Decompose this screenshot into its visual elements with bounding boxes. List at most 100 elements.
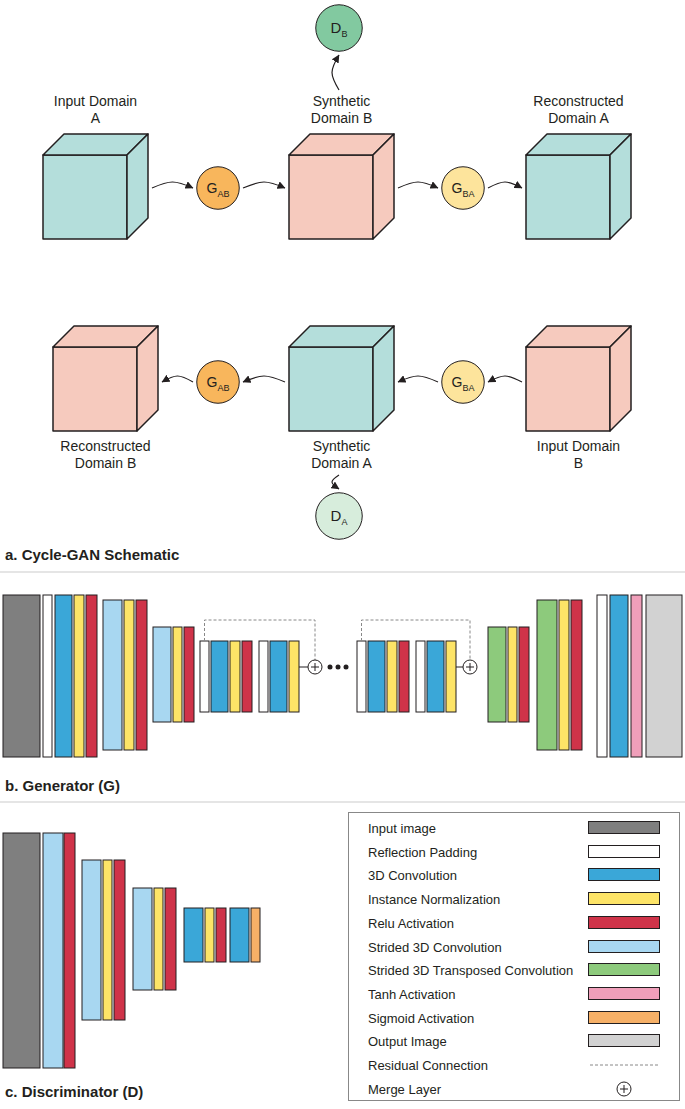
legend-swatch bbox=[588, 845, 660, 858]
residual-line bbox=[205, 620, 316, 660]
conv-block bbox=[610, 595, 628, 757]
cube-face bbox=[43, 155, 127, 239]
domain-label: Reconstructed Domain B bbox=[59, 438, 153, 472]
legend-row: 3D Convolution bbox=[368, 866, 668, 884]
circle-shape bbox=[442, 167, 485, 210]
relu-block bbox=[165, 888, 176, 990]
legend-swatch bbox=[588, 987, 660, 1000]
relu-block bbox=[86, 595, 97, 757]
residual-line bbox=[590, 1065, 660, 1066]
legend-text: Merge Layer bbox=[368, 1082, 441, 1097]
norm-block bbox=[289, 641, 299, 712]
input-block bbox=[3, 595, 40, 757]
legend-swatch bbox=[588, 1011, 660, 1024]
legend-row: Strided 3D Transposed Convolution bbox=[368, 961, 668, 979]
link-line bbox=[456, 667, 463, 668]
circle-outline bbox=[441, 360, 485, 404]
flow-arrow bbox=[152, 182, 193, 188]
network-symbol: G bbox=[207, 180, 218, 196]
cube-face bbox=[53, 347, 137, 431]
circle-shape bbox=[197, 361, 240, 404]
strided-conv-block bbox=[43, 833, 63, 1068]
network-circle: GBA bbox=[441, 166, 485, 210]
cube-face bbox=[137, 326, 158, 431]
ellipsis-dot bbox=[344, 665, 349, 670]
legend-text: Strided 3D Transposed Convolution bbox=[368, 963, 573, 978]
cube-face bbox=[289, 326, 394, 347]
network-symbol: G bbox=[207, 374, 218, 390]
cube-face bbox=[127, 134, 148, 239]
conv-block bbox=[270, 641, 287, 712]
flow-arrow bbox=[243, 376, 285, 382]
cube-drawing bbox=[42, 133, 149, 240]
symbol-group: GAB bbox=[207, 179, 230, 197]
relu-block bbox=[114, 860, 125, 1020]
legend-text: Output Image bbox=[368, 1034, 447, 1049]
section-divider bbox=[0, 801, 685, 803]
merge-plus bbox=[311, 663, 319, 671]
relu-block bbox=[136, 600, 147, 750]
norm-block bbox=[559, 600, 569, 750]
conv-block bbox=[230, 908, 249, 962]
norm-block bbox=[173, 627, 182, 722]
flow-arrow bbox=[162, 376, 193, 382]
cube-face bbox=[289, 347, 373, 431]
cube-face bbox=[289, 134, 394, 155]
relu-block bbox=[571, 600, 582, 750]
cube-drawing bbox=[525, 325, 632, 432]
padding-block bbox=[597, 595, 607, 757]
legend-row: Strided 3D Convolution bbox=[368, 938, 668, 956]
legend-sample bbox=[588, 1080, 662, 1098]
legend-text: Strided 3D Convolution bbox=[368, 940, 502, 955]
flow-arrow bbox=[398, 376, 438, 382]
cube-face bbox=[526, 155, 610, 239]
circle-label: GAB bbox=[196, 166, 240, 210]
symbol-group: GAB bbox=[207, 373, 230, 391]
cube-face bbox=[526, 347, 610, 431]
network-circle: DA bbox=[315, 492, 363, 540]
cube-face bbox=[526, 134, 631, 155]
residual-line bbox=[362, 620, 471, 660]
legend-text: Input image bbox=[368, 821, 436, 836]
relu-block bbox=[216, 908, 226, 962]
cube-face bbox=[373, 326, 394, 431]
cube-drawing bbox=[52, 325, 159, 432]
flow-arrow bbox=[332, 475, 339, 489]
flow-arrow bbox=[488, 376, 522, 382]
norm-block bbox=[387, 641, 397, 712]
norm-block bbox=[103, 860, 112, 1020]
circle-label: DB bbox=[315, 4, 363, 52]
conv-block bbox=[368, 641, 385, 712]
symbol-group: DB bbox=[331, 19, 348, 37]
circle-outline bbox=[315, 4, 363, 52]
merge-plus bbox=[620, 1085, 628, 1093]
legend-text: Relu Activation bbox=[368, 916, 454, 931]
circle-shape bbox=[316, 5, 363, 52]
conv-block bbox=[55, 595, 72, 757]
section-label: b. Generator (G) bbox=[5, 777, 120, 795]
legend-row: Relu Activation bbox=[368, 914, 668, 932]
section-label: c. Discriminator (D) bbox=[5, 1083, 143, 1101]
link-line bbox=[299, 667, 308, 668]
relu-block bbox=[64, 833, 75, 1068]
norm-block bbox=[230, 641, 240, 712]
symbol-group: GBA bbox=[452, 373, 475, 391]
network-symbol: G bbox=[452, 180, 463, 196]
padding-block bbox=[357, 641, 366, 712]
strided-conv-block bbox=[153, 627, 171, 722]
transposed-conv-block bbox=[488, 627, 506, 722]
cube-face bbox=[610, 134, 631, 239]
conv-block bbox=[427, 641, 444, 712]
network-symbol: G bbox=[452, 374, 463, 390]
legend-text: Residual Connection bbox=[368, 1058, 488, 1073]
circle-outline bbox=[315, 492, 363, 540]
network-circle: GAB bbox=[196, 166, 240, 210]
merge-symbol bbox=[308, 660, 322, 674]
cube-drawing bbox=[288, 133, 395, 240]
strided-conv-block bbox=[133, 888, 152, 990]
domain-cube: Reconstructed Domain A bbox=[525, 93, 632, 240]
strided-conv-block bbox=[103, 600, 122, 750]
